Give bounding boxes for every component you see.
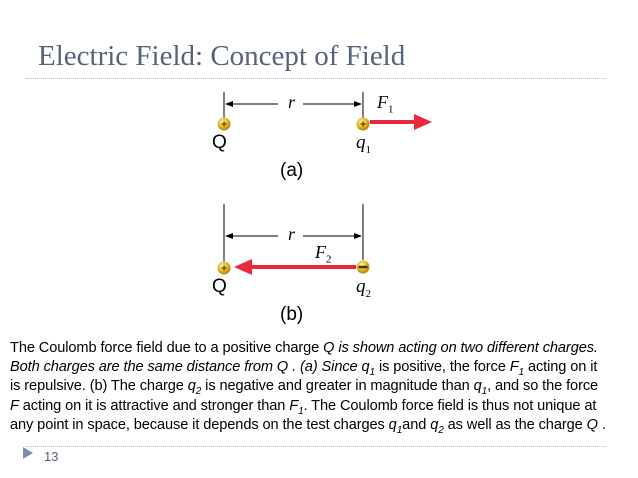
svg-text:+: + — [221, 120, 227, 131]
panel-a-r-label: r — [288, 92, 296, 112]
caption-symbol: F — [10, 397, 19, 414]
caption-subscript: 1 — [518, 367, 525, 379]
caption-subscript: 2 — [438, 424, 444, 436]
svg-text:+: + — [360, 120, 366, 131]
caption-symbol-letter: q — [388, 416, 397, 433]
slide-title: Electric Field: Concept of Field — [38, 40, 406, 72]
caption-subscript: 1 — [369, 367, 376, 379]
caption-symbol: q1 — [473, 378, 488, 398]
caption-text: is negative and greater in magnitude tha… — [201, 378, 474, 395]
panel-b-r-arrowhead-right — [354, 233, 362, 239]
panel-a-force-arrowhead — [414, 114, 432, 130]
panel-b-test-label: q2 — [356, 276, 371, 300]
caption-text: is positive, the force — [375, 359, 510, 376]
caption-symbol-letter: q — [361, 359, 370, 376]
panel-b-force-label: F2 — [315, 242, 332, 266]
caption-subscript: 1 — [298, 405, 304, 417]
panel-b-force-subscript: 2 — [326, 253, 332, 266]
caption-symbol-letter: F — [289, 397, 299, 414]
caption-text: acting on it is repulsive. (b) The charg… — [10, 359, 598, 395]
caption-subscript: 1 — [396, 424, 403, 436]
caption-symbol: q1 — [361, 359, 376, 379]
caption-subscript: 2 — [195, 386, 202, 398]
caption-symbol: Q — [323, 340, 335, 356]
caption-symbol-letter: q — [187, 378, 196, 395]
panel-b-caption-label: (b) — [280, 304, 304, 325]
caption-symbol: F1 — [289, 397, 304, 417]
panel-a-caption-label: (a) — [280, 160, 304, 181]
panel-b-force-arrowhead — [234, 259, 252, 275]
footer-divider — [26, 446, 606, 447]
caption-text-italic: is shown acting on two different charges… — [10, 340, 598, 376]
bullet-triangle-icon — [23, 447, 33, 459]
panel-a-test-label: q1 — [356, 132, 371, 156]
caption-text: as well as the charge — [443, 416, 587, 433]
panel-a-force-subscript: 1 — [388, 103, 394, 116]
caption-text: , and so the force — [487, 378, 599, 395]
caption-symbol-letter: F — [509, 359, 519, 376]
caption-symbol: q2 — [187, 378, 202, 398]
title-divider — [26, 78, 606, 79]
panel-a-test-symbol: q — [356, 132, 366, 153]
caption-text: The Coulomb force field due to a positiv… — [10, 340, 324, 356]
panel-b-source-charge — [217, 261, 231, 275]
caption-symbol: q1 — [388, 416, 403, 436]
caption-symbol-letter: q — [473, 378, 482, 395]
panel-a-r-arrowhead-left — [225, 101, 233, 107]
caption-text: . — [597, 416, 606, 433]
caption-symbol: q2 — [430, 416, 444, 436]
panel-a-force-label: F1 — [377, 92, 394, 116]
caption-text: and — [402, 416, 431, 433]
panel-b-r-arrowhead-left — [225, 233, 233, 239]
caption-text: acting on it is attractive and stronger … — [18, 397, 290, 414]
page-number: 13 — [44, 449, 59, 464]
panel-b-test-subscript: 2 — [365, 287, 372, 300]
caption-subscript: 1 — [481, 386, 488, 398]
panel-a-test-subscript: 1 — [365, 143, 372, 156]
caption-symbol: F1 — [509, 359, 525, 379]
figure-caption: The Coulomb force field due to a positiv… — [10, 339, 610, 435]
panel-a-graphic: + + — [217, 92, 432, 131]
caption-symbol: Q — [586, 416, 598, 433]
panel-a-source-label: Q — [212, 132, 227, 153]
panel-b-source-label: Q — [212, 276, 227, 297]
svg-text:+: + — [221, 264, 227, 275]
caption-text: . The Coulomb force field is thus not un… — [10, 397, 597, 433]
panel-a-source-charge — [217, 117, 231, 131]
panel-a-test-charge — [356, 117, 370, 131]
caption-symbol-letter: q — [430, 416, 439, 433]
panel-b-force-symbol: F — [315, 242, 326, 262]
panel-b-r-label: r — [288, 224, 296, 244]
panel-a-r-arrowhead-right — [354, 101, 362, 107]
panel-b-test-symbol: q — [356, 276, 366, 297]
coulomb-force-diagram: + + + r F1 Q q1 (a) r F2 Q q2 (b) — [180, 90, 440, 325]
panel-b-graphic: + — [217, 204, 370, 275]
panel-a-force-symbol: F — [377, 92, 388, 112]
